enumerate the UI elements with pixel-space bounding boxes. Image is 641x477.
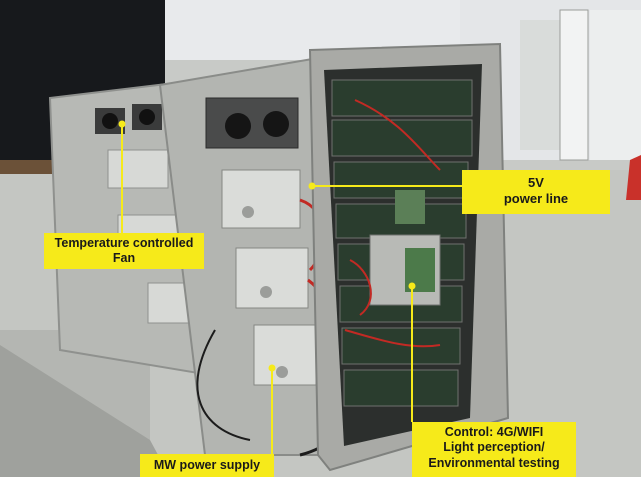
psu-vent bbox=[260, 286, 272, 298]
power-line-annotation-line2: power line bbox=[503, 190, 569, 206]
led-module-grid bbox=[331, 79, 473, 407]
back-psu-1 bbox=[107, 149, 169, 189]
power-line-annotation: 5V power line bbox=[462, 170, 610, 214]
fan-annotation-line1: Temperature controlled bbox=[54, 236, 194, 250]
psu-vent bbox=[276, 366, 288, 378]
far-room bbox=[590, 10, 641, 160]
cooling-fan-icon bbox=[263, 111, 289, 137]
cooling-fan-icon bbox=[139, 109, 155, 125]
red-wire bbox=[354, 99, 441, 171]
cooling-fan-icon bbox=[102, 113, 118, 129]
power-supply-annotation: MW power supply bbox=[140, 454, 274, 477]
control-annotation-line2: Light perception/ bbox=[443, 440, 545, 455]
control-annotation-line3: Environmental testing bbox=[428, 455, 560, 470]
pallet bbox=[0, 160, 60, 174]
power-line-leader-dot bbox=[308, 182, 316, 190]
power-supply-annotation-line1: MW power supply bbox=[153, 458, 261, 472]
floor-track bbox=[0, 345, 170, 477]
red-wire bbox=[344, 329, 441, 348]
black-cable bbox=[196, 329, 251, 441]
psu-vent bbox=[242, 206, 254, 218]
control-leader-dot bbox=[408, 282, 416, 290]
red-cone bbox=[626, 155, 641, 200]
fan-annotation-line2: Fan bbox=[112, 251, 136, 266]
red-wire bbox=[349, 259, 372, 316]
power-supply-icon bbox=[235, 247, 309, 309]
power-supply-icon bbox=[221, 169, 301, 229]
control-annotation: Control: 4G/WIFI Light perception/ Envir… bbox=[412, 422, 576, 477]
fan-annotation: Temperature controlled Fan bbox=[44, 233, 204, 269]
control-annotation-line1: Control: 4G/WIFI bbox=[444, 425, 544, 439]
fan-leader-dot bbox=[118, 120, 126, 128]
door-panel bbox=[559, 9, 589, 161]
cooling-fan-icon bbox=[225, 113, 251, 139]
power-line-annotation-line1: 5V bbox=[528, 175, 544, 190]
control-board-module bbox=[395, 190, 425, 224]
psu-leader-dot bbox=[268, 364, 276, 372]
